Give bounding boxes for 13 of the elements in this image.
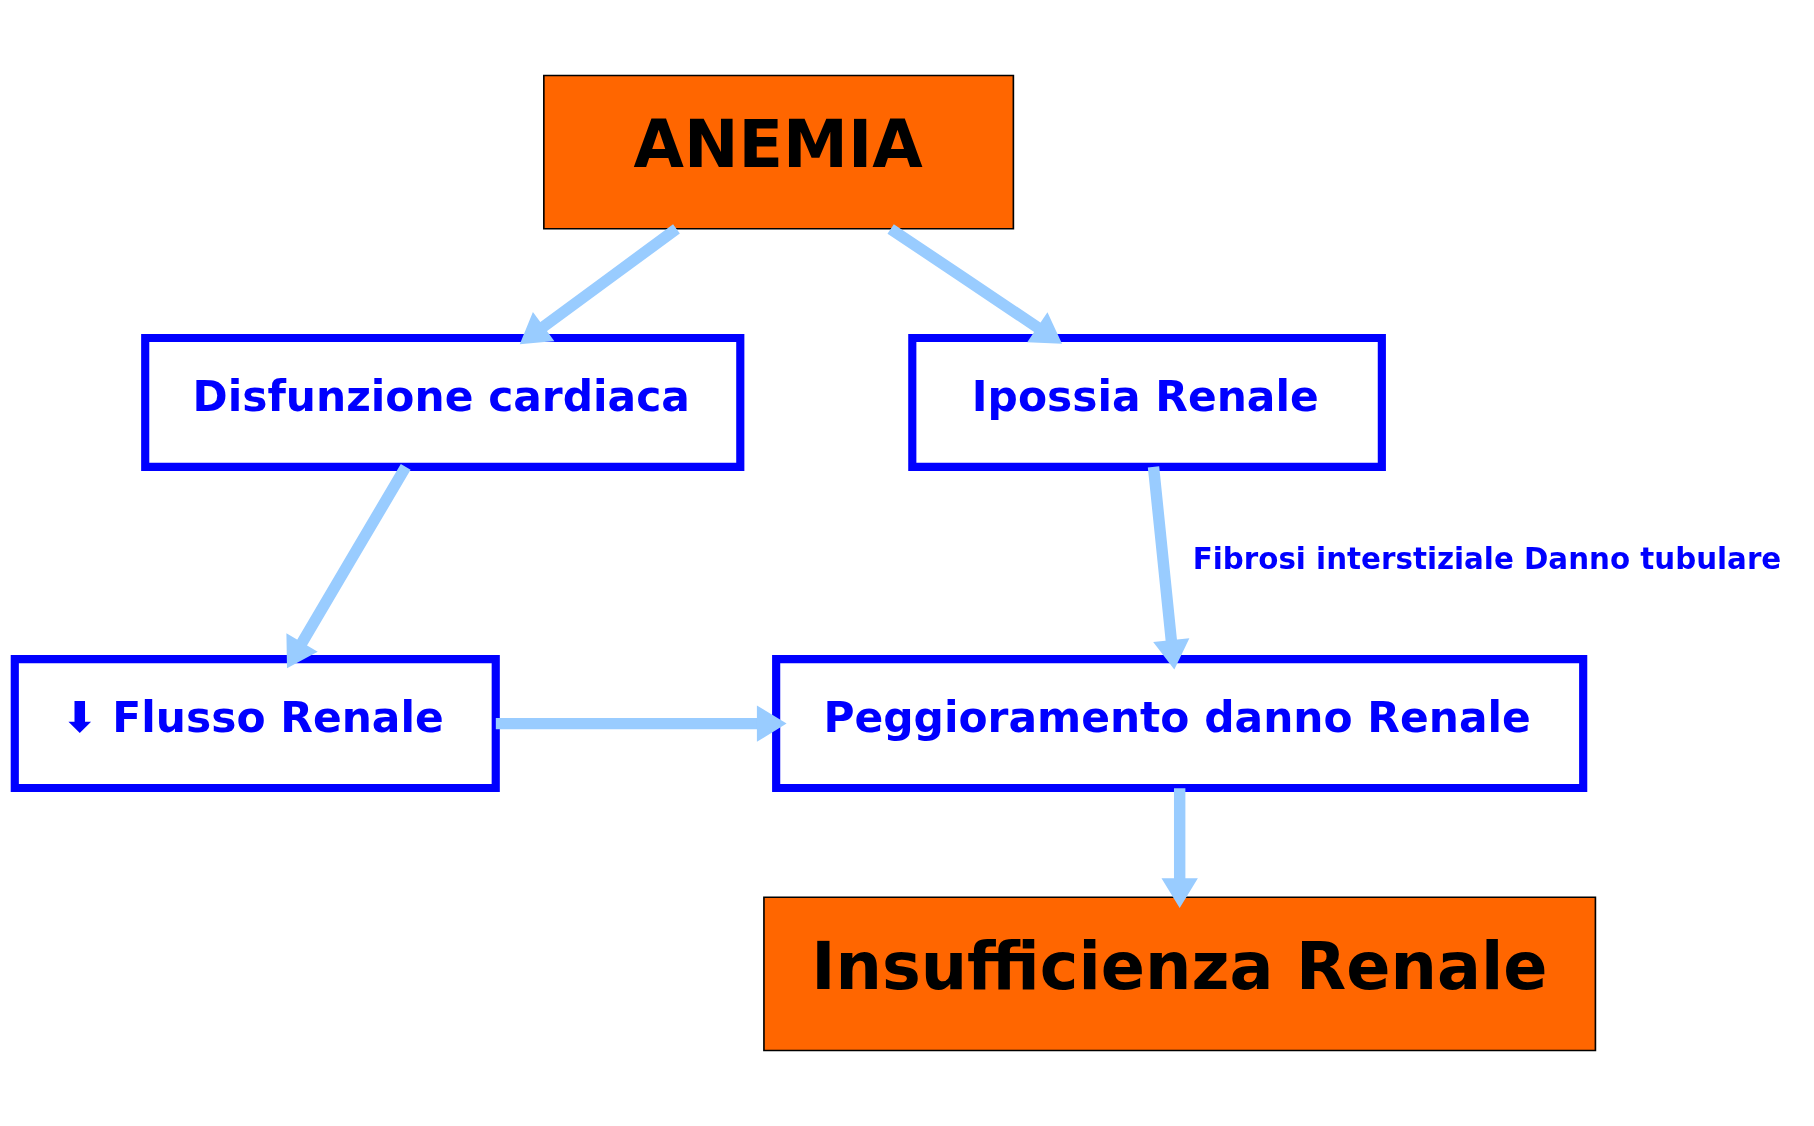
- node-box: Insufficienza Renale: [763, 896, 1597, 1052]
- node-box: Ipossia Renale: [908, 333, 1386, 471]
- arrow: [519, 224, 680, 345]
- node-box: Disfunzione cardiaca: [141, 333, 745, 471]
- node-box: Peggioramento danno Renale: [772, 655, 1588, 793]
- node-box: ANEMIA: [543, 74, 1015, 230]
- arrow: [1147, 466, 1190, 670]
- arrow: [495, 705, 787, 742]
- node-box: ⬇ Flusso Renale: [10, 655, 500, 793]
- arrow: [887, 224, 1062, 344]
- arrow: [1161, 788, 1198, 908]
- edge-label: Fibrosi interstiziale Danno tubulare: [1192, 541, 1782, 576]
- arrow: [286, 463, 411, 669]
